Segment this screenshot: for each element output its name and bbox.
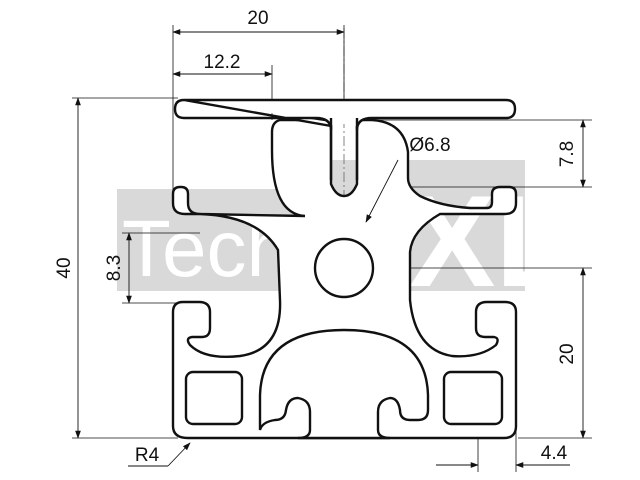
dim-top-width: 20 [247, 8, 268, 29]
dim-bore-diameter: Ø6.8 [409, 135, 450, 156]
aluminum-profile [171, 98, 518, 440]
right-cavity [442, 370, 504, 426]
bottom-slot [258, 328, 430, 440]
leader-bore [365, 159, 399, 223]
dim-slot-offset: 12.2 [204, 52, 241, 73]
dim-slot-width: 4.4 [541, 443, 568, 464]
dimension-lines [75, 29, 586, 468]
dim-lower-height: 20 [557, 343, 578, 364]
dim-corner-radius: R4 [135, 445, 160, 466]
dim-flange-height: 7.8 [557, 141, 578, 167]
dimension-labels: 20 12.2 Ø6.8 7.8 40 8.3 20 R4 4.4 [54, 8, 578, 466]
left-cavity [184, 370, 244, 426]
extension-lines [72, 25, 592, 472]
dim-overall-height: 40 [54, 257, 75, 278]
leader-radius [167, 442, 191, 467]
center-bore [313, 237, 375, 299]
dim-slot-height: 8.3 [104, 255, 125, 281]
